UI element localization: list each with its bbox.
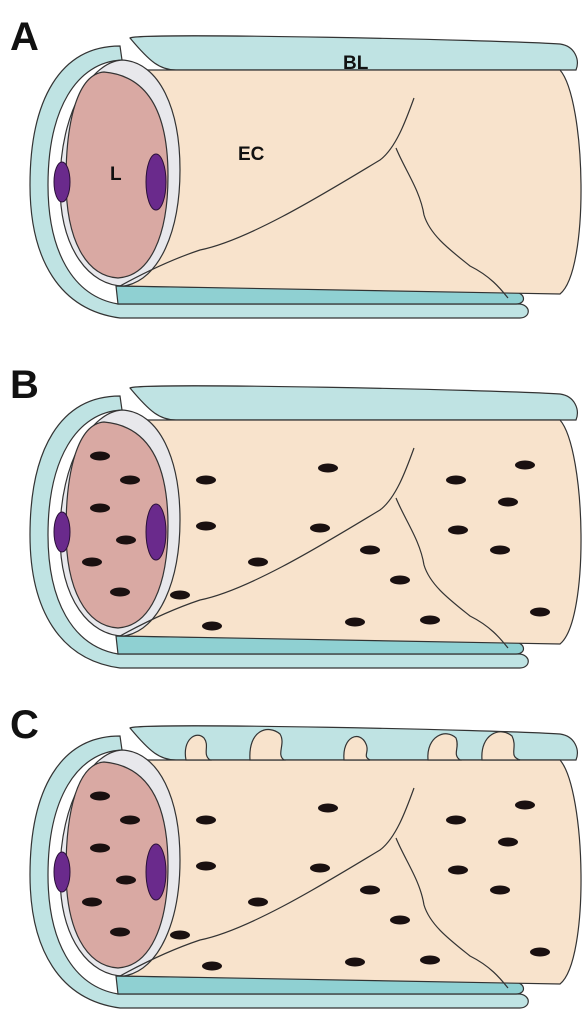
particle bbox=[248, 558, 268, 567]
ec-label: EC bbox=[238, 144, 265, 165]
particle bbox=[318, 804, 338, 813]
particle bbox=[90, 504, 110, 513]
panel-b-letter: B bbox=[10, 363, 39, 407]
particle bbox=[498, 498, 518, 507]
bl-label: BL bbox=[343, 53, 369, 74]
particle bbox=[390, 576, 410, 585]
particle bbox=[82, 558, 102, 567]
panel-a-letter: A bbox=[10, 15, 39, 59]
particle bbox=[498, 838, 518, 847]
particle bbox=[116, 876, 136, 885]
particle bbox=[196, 816, 216, 825]
particle bbox=[120, 476, 140, 485]
particle bbox=[196, 522, 216, 531]
particle bbox=[90, 452, 110, 461]
particle bbox=[170, 591, 190, 600]
particle bbox=[446, 476, 466, 485]
particle bbox=[202, 622, 222, 631]
panel-b: B bbox=[10, 363, 581, 668]
particle bbox=[345, 618, 365, 627]
particle bbox=[202, 962, 222, 971]
particle bbox=[196, 476, 216, 485]
particle bbox=[310, 864, 330, 873]
particle bbox=[116, 536, 136, 545]
panel-c: C bbox=[10, 703, 581, 1008]
lumen-label: L bbox=[110, 164, 122, 185]
particle bbox=[530, 948, 550, 957]
particle bbox=[390, 916, 410, 925]
particle bbox=[170, 931, 190, 940]
particle bbox=[345, 958, 365, 967]
particle bbox=[420, 616, 440, 625]
panel-a: A BL EC L bbox=[10, 15, 581, 318]
particle bbox=[82, 898, 102, 907]
particle bbox=[448, 526, 468, 535]
particle bbox=[110, 928, 130, 937]
particle bbox=[90, 844, 110, 853]
particle bbox=[110, 588, 130, 597]
particle bbox=[448, 866, 468, 875]
particle bbox=[360, 886, 380, 895]
particle bbox=[530, 608, 550, 617]
particle bbox=[490, 886, 510, 895]
particle bbox=[248, 898, 268, 907]
particle bbox=[446, 816, 466, 825]
particle bbox=[515, 461, 535, 470]
particle bbox=[360, 546, 380, 555]
particle bbox=[120, 816, 140, 825]
particle bbox=[318, 464, 338, 473]
particle bbox=[310, 524, 330, 533]
particle bbox=[90, 792, 110, 801]
particle bbox=[490, 546, 510, 555]
panel-c-letter: C bbox=[10, 703, 39, 747]
particle bbox=[515, 801, 535, 810]
particle bbox=[420, 956, 440, 965]
particle bbox=[196, 862, 216, 871]
